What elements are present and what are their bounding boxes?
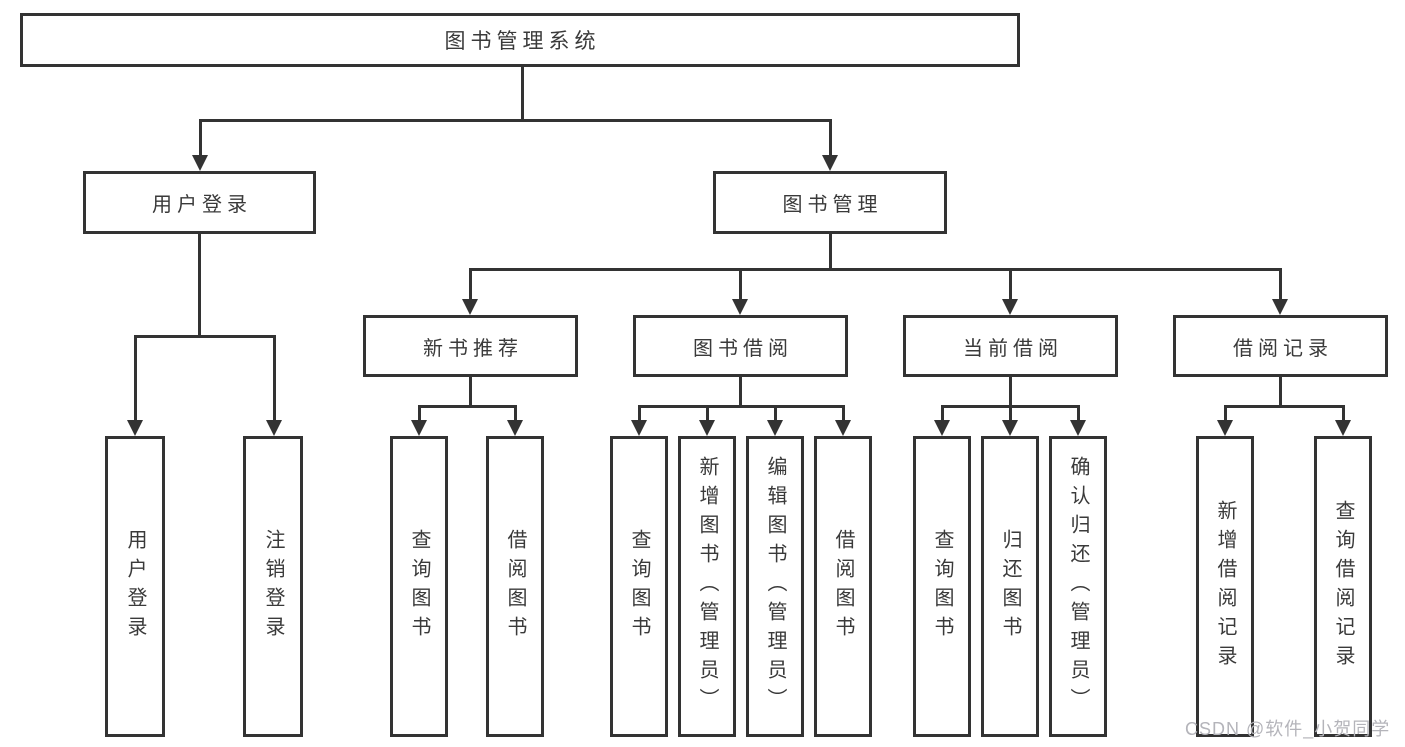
connector-leaf	[774, 405, 777, 420]
connector-leaf	[418, 405, 421, 420]
connector-borrow-stem	[739, 377, 742, 407]
connector-current-stem	[1009, 377, 1012, 407]
arrowhead-to-logout-leaf	[266, 420, 282, 436]
connector-book-mgmt-stem	[829, 234, 832, 270]
arrowhead-leaf	[507, 420, 523, 436]
leaf-bb-edit-book-admin: 编辑图书（管理员）	[746, 436, 804, 737]
node-current-borrow: 当前借阅	[903, 315, 1118, 377]
connector-leaf	[1077, 405, 1080, 420]
leaf-nbr-query-book: 查询图书	[390, 436, 448, 737]
connector-leaf	[514, 405, 517, 420]
arrowhead-to-record	[1272, 299, 1288, 315]
leaf-nbr-borrow-book: 借阅图书	[486, 436, 544, 737]
node-new-book-rec: 新书推荐	[363, 315, 578, 377]
connector-leaf	[941, 405, 944, 420]
arrowhead-leaf	[1070, 420, 1086, 436]
connector-to-current	[1009, 268, 1012, 299]
connector-to-book-mgmt	[829, 119, 832, 155]
arrowhead-leaf	[835, 420, 851, 436]
connector-borrow-bus	[638, 405, 845, 408]
leaf-br-add-record: 新增借阅记录	[1196, 436, 1254, 737]
arrowhead-leaf	[934, 420, 950, 436]
connector-record-bus	[1224, 405, 1345, 408]
arrowhead-to-user-login	[192, 155, 208, 171]
connector-to-user-login	[199, 119, 202, 155]
node-book-borrow: 图书借阅	[633, 315, 848, 377]
csdn-watermark: CSDN @软件_小贺同学	[1185, 719, 1391, 739]
connector-leaf	[1224, 405, 1227, 420]
leaf-cb-confirm-return-admin: 确认归还（管理员）	[1049, 436, 1107, 737]
leaf-cb-return-book: 归还图书	[981, 436, 1039, 737]
connector-to-logout-leaf	[273, 335, 276, 420]
arrowhead-to-login-leaf	[127, 420, 143, 436]
connector-new-book-bus	[418, 405, 517, 408]
connector-root-stem	[521, 67, 524, 121]
connector-leaf	[1009, 405, 1012, 420]
connector-leaf	[706, 405, 709, 420]
leaf-logout: 注销登录	[243, 436, 303, 737]
connector-leaf	[842, 405, 845, 420]
arrowhead-leaf	[1002, 420, 1018, 436]
node-book-mgmt: 图书管理	[713, 171, 947, 234]
leaf-user-login: 用户登录	[105, 436, 165, 737]
leaf-bb-query-book: 查询图书	[610, 436, 668, 737]
connector-to-borrow	[739, 268, 742, 299]
leaf-cb-query-book: 查询图书	[913, 436, 971, 737]
connector-to-new-book	[469, 268, 472, 299]
arrowhead-to-borrow	[732, 299, 748, 315]
connector-leaf	[1342, 405, 1345, 420]
arrowhead-leaf	[411, 420, 427, 436]
node-user-login: 用户登录	[83, 171, 316, 234]
arrowhead-leaf	[767, 420, 783, 436]
node-root: 图书管理系统	[20, 13, 1020, 67]
arrowhead-to-current	[1002, 299, 1018, 315]
arrowhead-leaf	[1217, 420, 1233, 436]
connector-record-stem	[1279, 377, 1282, 407]
node-borrow-record: 借阅记录	[1173, 315, 1388, 377]
connector-leaf	[638, 405, 641, 420]
arrowhead-leaf	[699, 420, 715, 436]
connector-to-record	[1279, 268, 1282, 299]
arrowhead-to-new-book	[462, 299, 478, 315]
connector-user-login-bus	[134, 335, 276, 338]
connector-user-login-stem	[198, 234, 201, 337]
arrowhead-leaf	[631, 420, 647, 436]
leaf-br-query-record: 查询借阅记录	[1314, 436, 1372, 737]
connector-level2-bus	[199, 119, 832, 122]
leaf-bb-add-book-admin: 新增图书（管理员）	[678, 436, 736, 737]
connector-level3-bus	[469, 268, 1282, 271]
arrowhead-leaf	[1335, 420, 1351, 436]
leaf-bb-borrow-book: 借阅图书	[814, 436, 872, 737]
arrowhead-to-book-mgmt	[822, 155, 838, 171]
connector-new-book-stem	[469, 377, 472, 407]
connector-to-login-leaf	[134, 335, 137, 420]
